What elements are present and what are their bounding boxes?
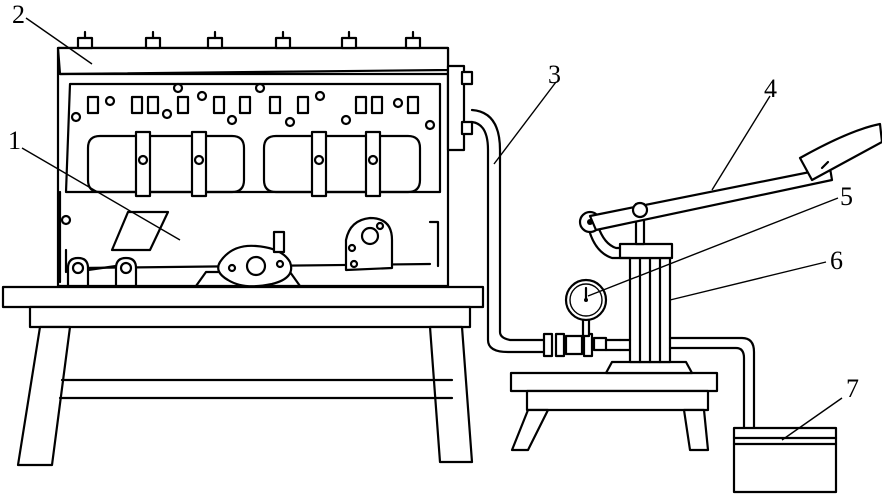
valve-assembly — [542, 332, 622, 358]
lever-handle — [588, 122, 882, 232]
oil-tank — [732, 426, 838, 494]
pressure-gauge — [564, 278, 608, 338]
callout-6: 6 — [830, 246, 843, 275]
cylinder-openings — [86, 130, 422, 198]
right-boss — [344, 216, 394, 272]
callout-5: 5 — [840, 182, 853, 211]
center-flange — [194, 230, 302, 288]
hose — [470, 108, 547, 354]
leader-lines — [21, 17, 843, 441]
head-bolts — [76, 30, 422, 50]
left-brackets — [66, 256, 138, 288]
callout-1: 1 — [8, 126, 21, 155]
callout-7: 7 — [846, 374, 859, 403]
callout-4: 4 — [764, 74, 777, 103]
port-row — [70, 82, 436, 131]
callout-3: 3 — [548, 60, 561, 89]
engine-block — [56, 30, 474, 288]
hand-pump — [509, 202, 756, 452]
side-fittings — [446, 64, 474, 152]
callout-2: 2 — [12, 0, 25, 29]
workbench — [1, 285, 485, 467]
